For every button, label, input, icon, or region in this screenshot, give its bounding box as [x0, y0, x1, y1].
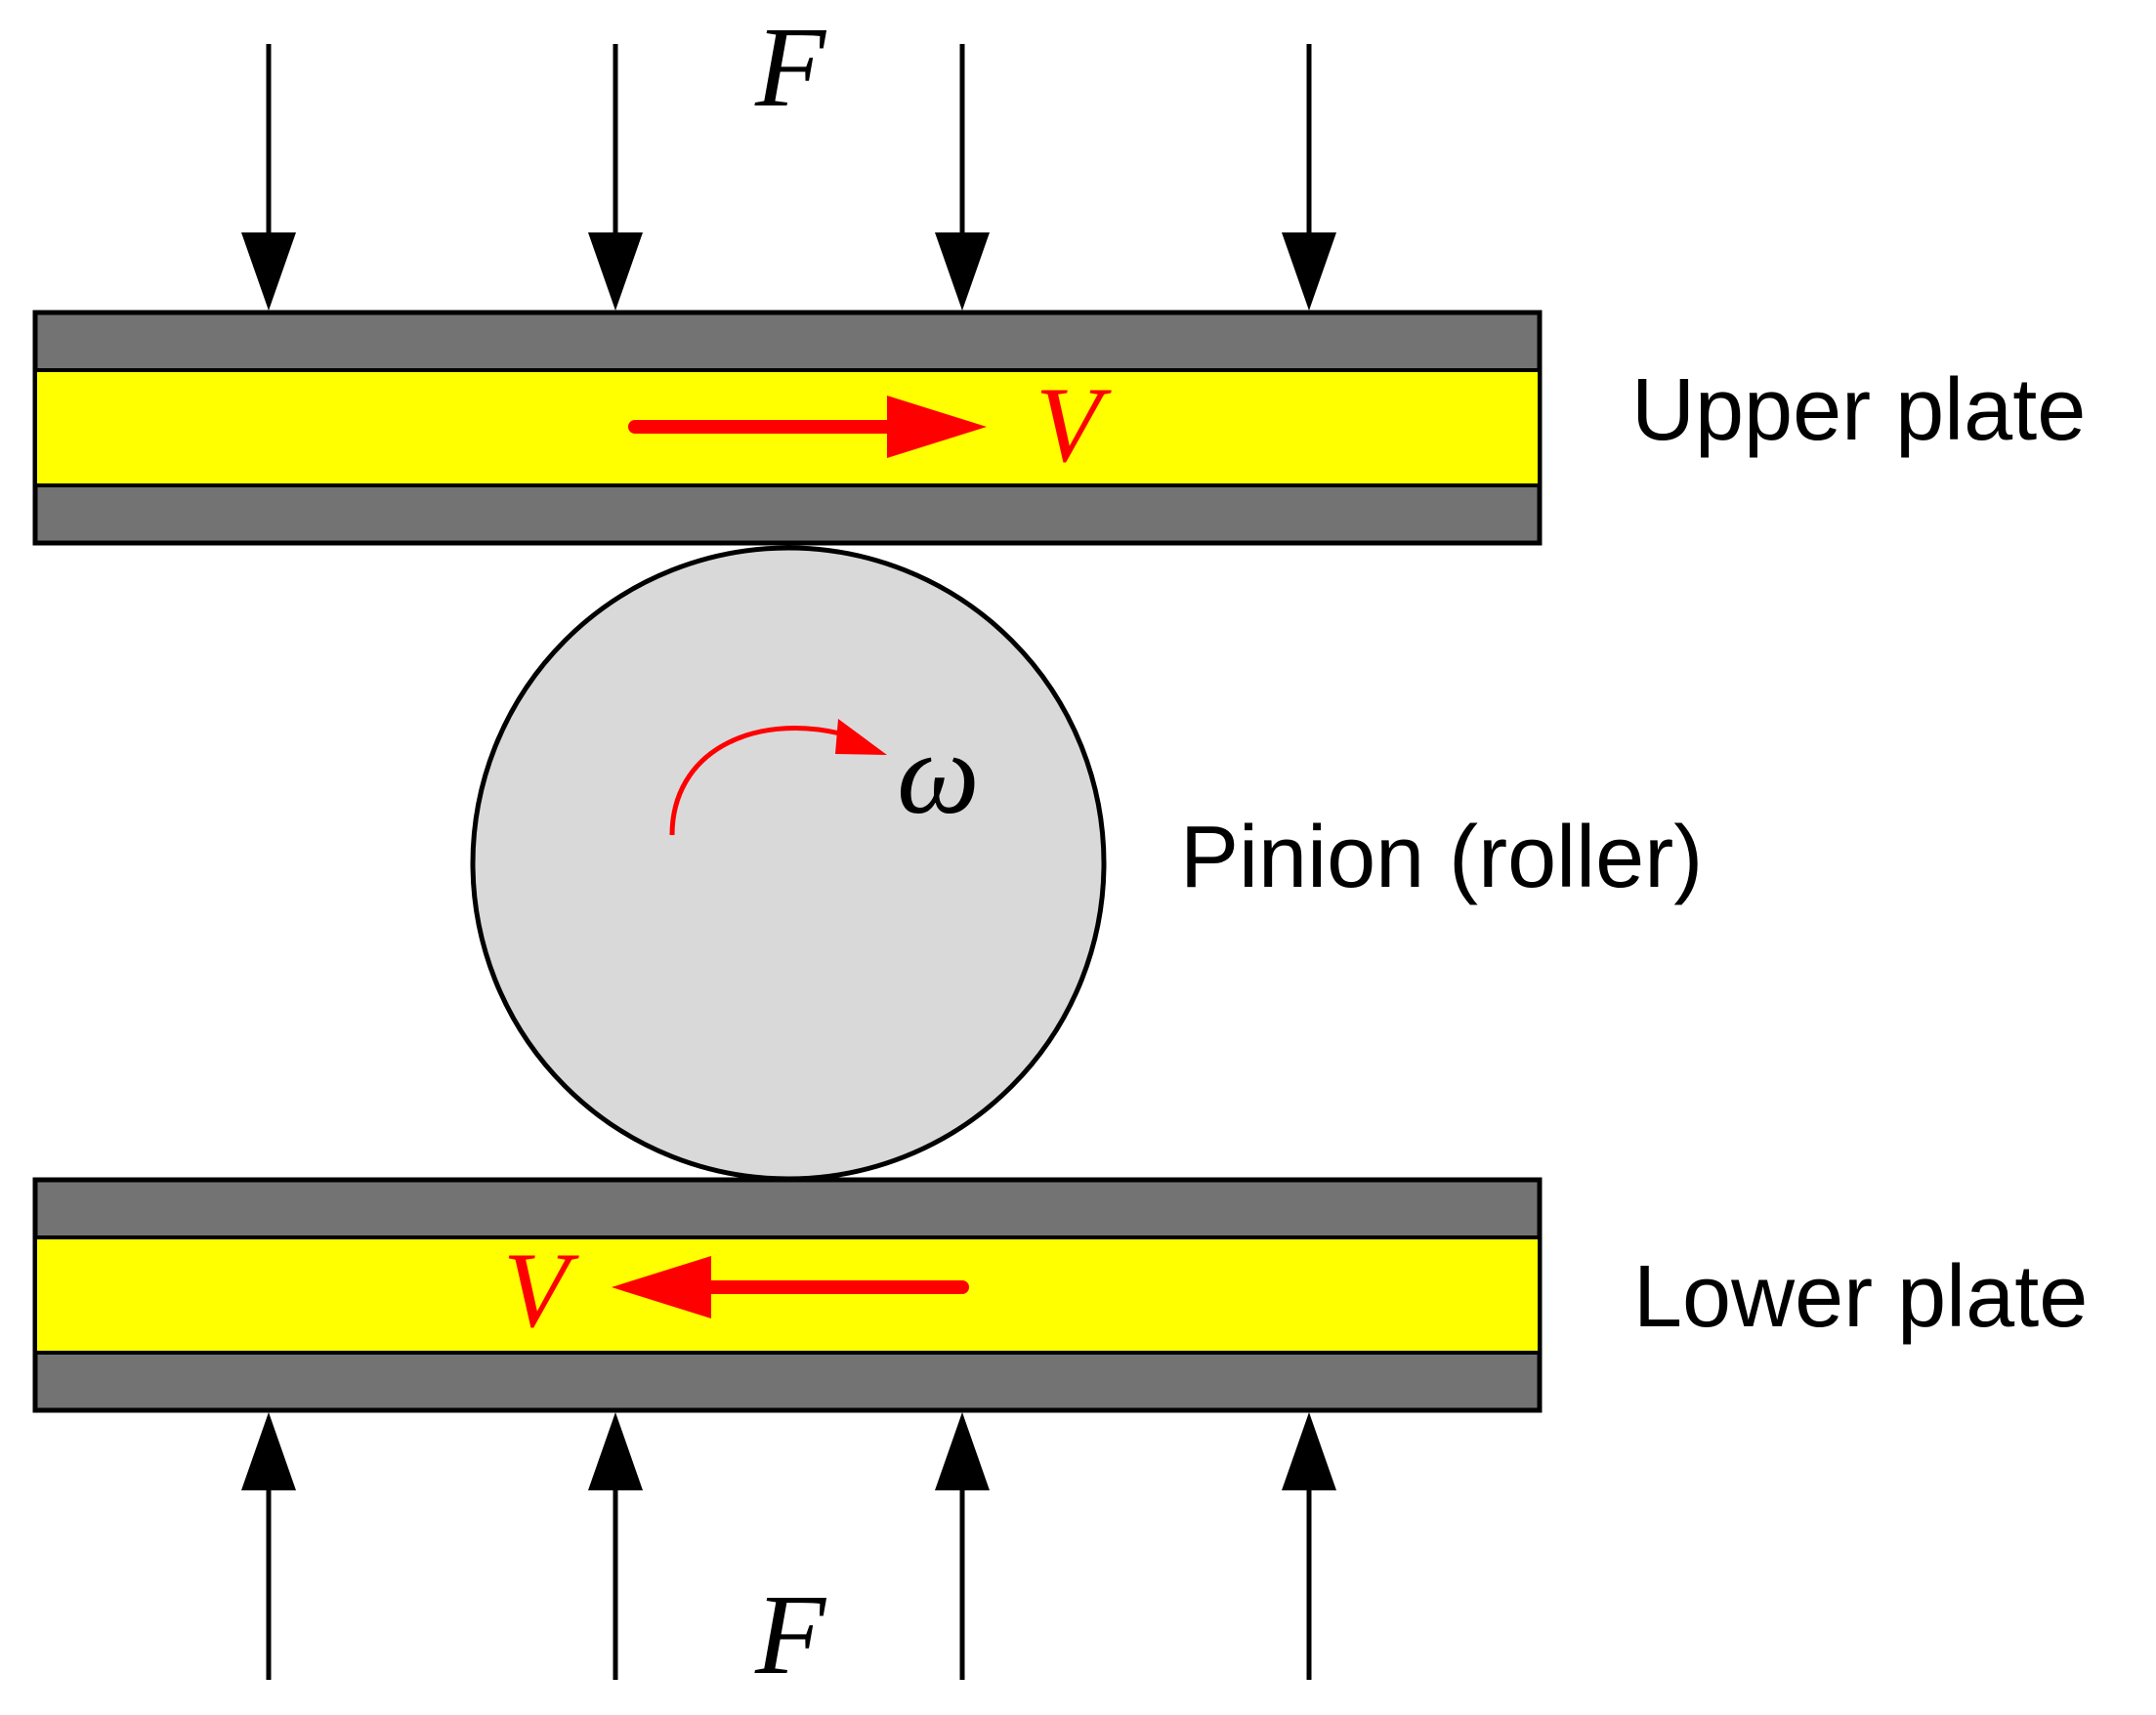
force-arrow-down-icon: [241, 44, 296, 311]
bottom-force-arrows: [241, 1412, 1336, 1680]
velocity-label-lower: V: [503, 1231, 579, 1350]
lower-plate-label: Lower plate: [1633, 1248, 2088, 1346]
force-label-bottom: F: [754, 1570, 827, 1698]
pinion-roller: [470, 545, 1107, 1182]
force-arrow-down-icon: [1282, 44, 1336, 311]
force-arrow-down-icon: [935, 44, 990, 311]
lower-plate: [32, 1177, 1543, 1413]
velocity-arrow-right-icon: [628, 396, 987, 458]
force-arrow-up-icon: [1282, 1412, 1336, 1680]
force-arrow-up-icon: [588, 1412, 643, 1680]
force-arrow-down-icon: [588, 44, 643, 311]
upper-plate-label: Upper plate: [1631, 361, 2086, 459]
force-label-top: F: [754, 3, 827, 131]
pinion-label: Pinion (roller): [1180, 809, 1703, 906]
velocity-label-upper: V: [1036, 365, 1112, 484]
angular-velocity-label: ω: [897, 708, 980, 838]
top-force-arrows: [241, 44, 1336, 311]
force-arrow-up-icon: [241, 1412, 296, 1680]
velocity-arrow-left-icon: [612, 1256, 969, 1318]
rotation-arrow-icon: [669, 719, 887, 836]
force-arrow-up-icon: [935, 1412, 990, 1680]
